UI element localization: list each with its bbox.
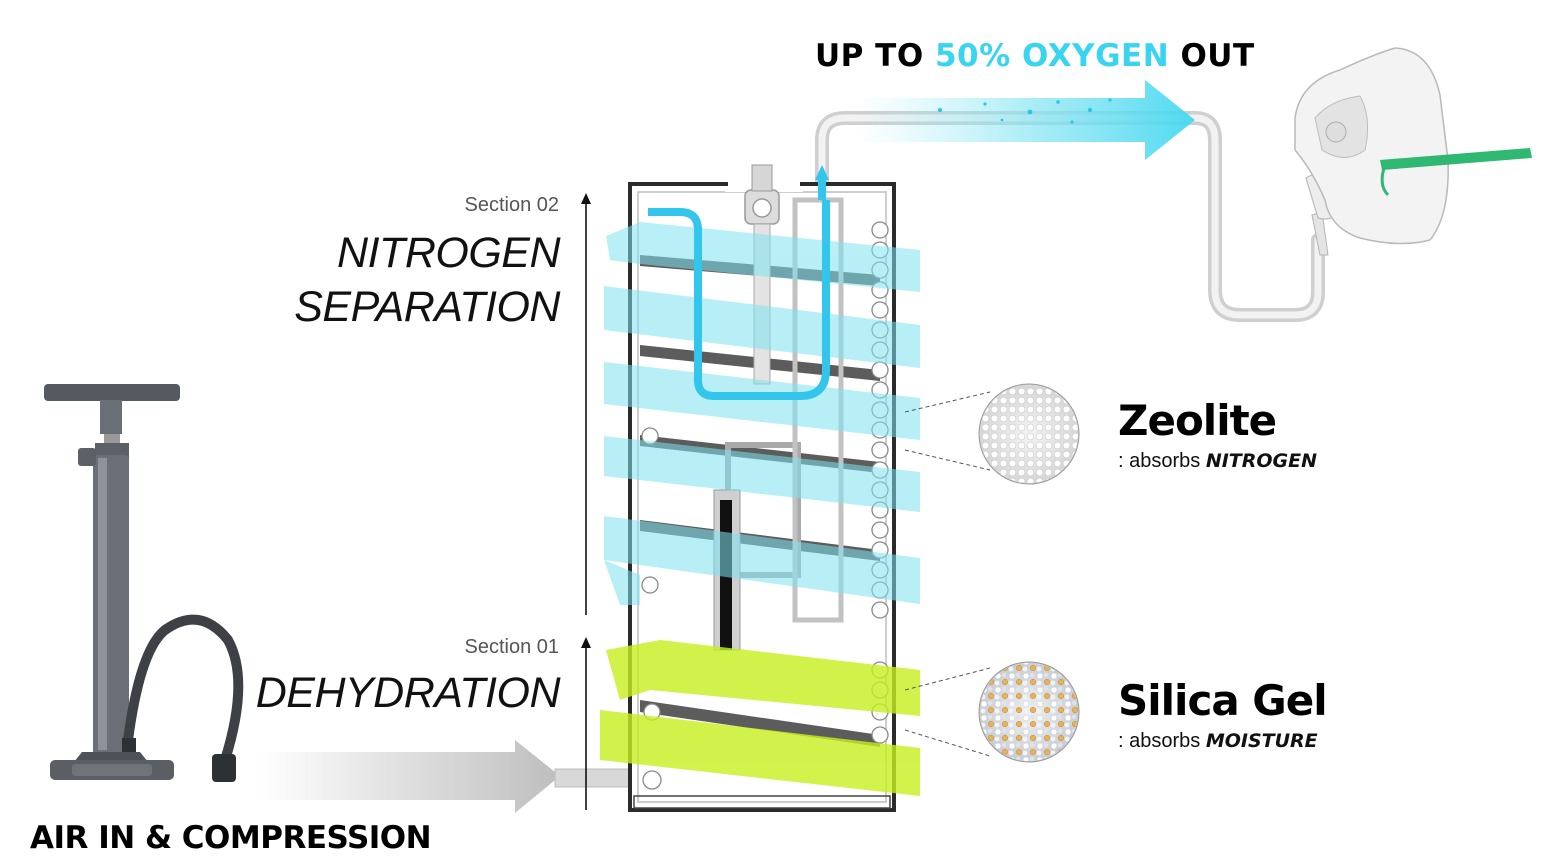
- section01-axis: [581, 637, 591, 810]
- dehydration-stage: DEHYDRATION: [255, 669, 561, 717]
- zeolite-description: : absorbs NITROGEN: [1118, 450, 1317, 473]
- oxygen-title-accent: 50% OXYGEN: [934, 38, 1170, 74]
- oxygen-path: [648, 165, 830, 400]
- silica-gel-description: : absorbs MOISTURE: [1118, 730, 1318, 753]
- zeolite-desc-target: NITROGEN: [1205, 450, 1318, 472]
- nitrogen-stage-line1: NITROGEN: [337, 229, 560, 277]
- nitrogen-separation-flow: [604, 222, 920, 605]
- air-input-arrow-icon: [258, 740, 646, 813]
- oxygen-title-prefix: UP TO: [815, 38, 924, 74]
- zeolite-name: Zeolite: [1118, 396, 1277, 445]
- section02-axis: [581, 193, 591, 615]
- dehydration-flow: [600, 640, 920, 796]
- zeolite-desc-prefix: : absorbs: [1118, 450, 1201, 472]
- oxygen-flow-arrow-icon: [855, 80, 1195, 160]
- oxygen-mask-icon: [1294, 47, 1532, 256]
- silica-desc-prefix: : absorbs: [1118, 730, 1201, 752]
- silica-gel-name: Silica Gel: [1118, 676, 1328, 725]
- oxygen-title-suffix: OUT: [1180, 38, 1255, 74]
- zeolite-sample-icon: [904, 383, 1080, 485]
- nitrogen-stage-line2: SEPARATION: [294, 283, 560, 331]
- section02-label: Section 02: [464, 194, 559, 216]
- oxygen-output-tube: [815, 111, 1325, 322]
- silica-desc-target: MOISTURE: [1205, 730, 1318, 752]
- section01-label: Section 01: [464, 636, 559, 658]
- silica-gel-sample-icon: [904, 661, 1080, 763]
- air-input-title: AIR IN & COMPRESSION: [30, 820, 432, 856]
- hand-pump-icon: [44, 384, 244, 782]
- oxygen-output-title: UP TO 50% OXYGEN OUT: [815, 38, 1255, 74]
